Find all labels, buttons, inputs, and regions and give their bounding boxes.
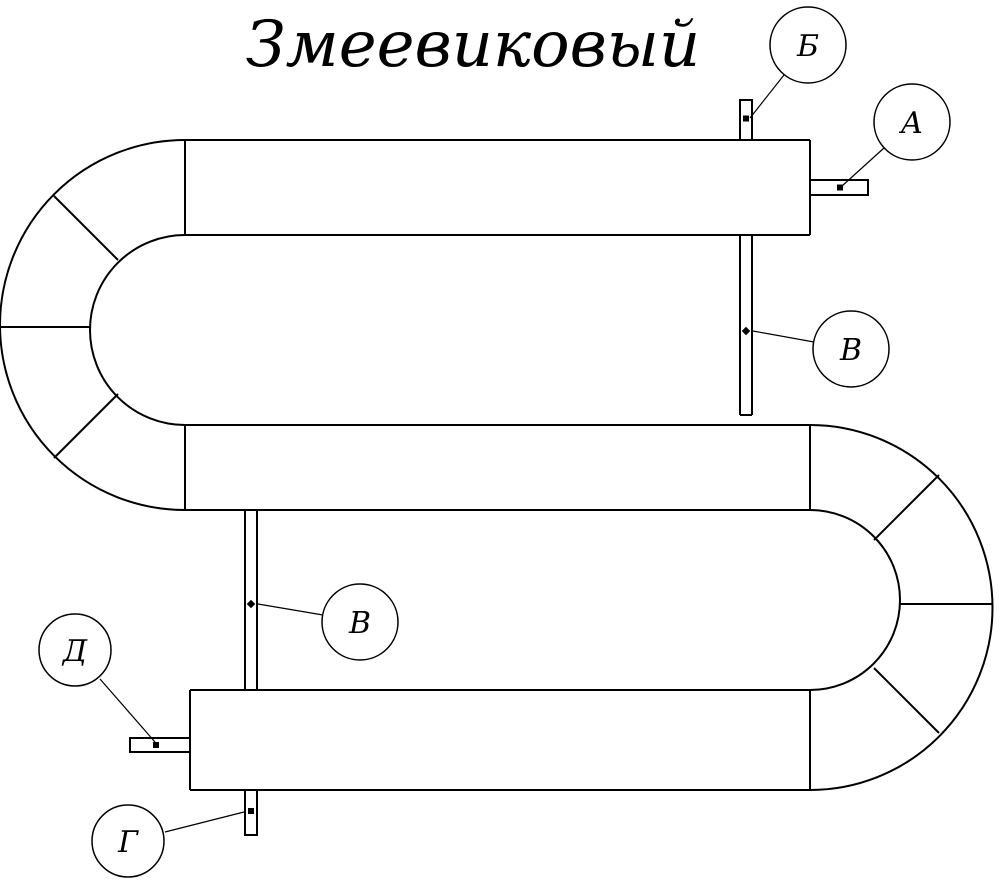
callout-v1: В [812, 310, 890, 388]
attachment-markers [153, 115, 843, 814]
fittings [129, 99, 869, 836]
callout-a: А [873, 83, 951, 161]
callouts: Б А В В Д Г [38, 6, 951, 878]
right-bend-inner-arc [809, 509, 901, 691]
callout-b-label: Б [796, 29, 819, 64]
marker-b [743, 115, 749, 122]
leader-d [99, 678, 156, 743]
callout-g-label: Г [117, 825, 139, 860]
drawing-title: Змеевиковый [246, 8, 701, 82]
fitting-a-stub [810, 179, 869, 196]
fitting-g-stub [244, 790, 258, 836]
coil-body [0, 139, 994, 791]
callout-d-circle [38, 613, 112, 687]
fitting-b-stub [739, 99, 753, 140]
marker-a [837, 184, 843, 191]
callout-d: Д [38, 613, 112, 687]
callout-a-circle [873, 83, 951, 161]
fitting-v2-pipe [244, 510, 258, 690]
leader-g [164, 811, 245, 833]
top-pipe [184, 139, 811, 236]
marker-g [248, 808, 254, 814]
middle-pipe [184, 424, 811, 511]
left-bend-inner-arc [89, 234, 186, 426]
right-bend-miter-joints [873, 474, 992, 734]
right-bend-outer-arc [809, 424, 994, 791]
callout-g-circle [91, 804, 165, 878]
callout-d-label: Д [61, 634, 88, 669]
callout-v1-label: В [839, 333, 862, 368]
callout-v2-label: В [348, 606, 371, 641]
leader-v1 [752, 330, 815, 343]
left-bend-outer-arc [0, 139, 186, 511]
fitting-d-stub [129, 737, 190, 753]
callout-v1-circle [812, 310, 890, 388]
left-bend-miter-joints [0, 195, 119, 459]
leader-a [841, 147, 885, 187]
marker-v1 [741, 326, 751, 336]
marker-d [153, 742, 159, 748]
callout-a-label: А [899, 106, 924, 141]
callout-g: Г [91, 804, 165, 878]
callout-v2-circle [321, 583, 399, 661]
callout-b-circle [769, 6, 847, 84]
leader-b [749, 74, 785, 119]
leader-lines [99, 74, 885, 833]
callout-b: Б [769, 6, 847, 84]
fitting-v1-pipe [739, 235, 753, 416]
callout-v2: В [321, 583, 399, 661]
leader-v2 [257, 603, 324, 616]
marker-v2 [246, 599, 256, 609]
bottom-pipe [189, 689, 811, 791]
